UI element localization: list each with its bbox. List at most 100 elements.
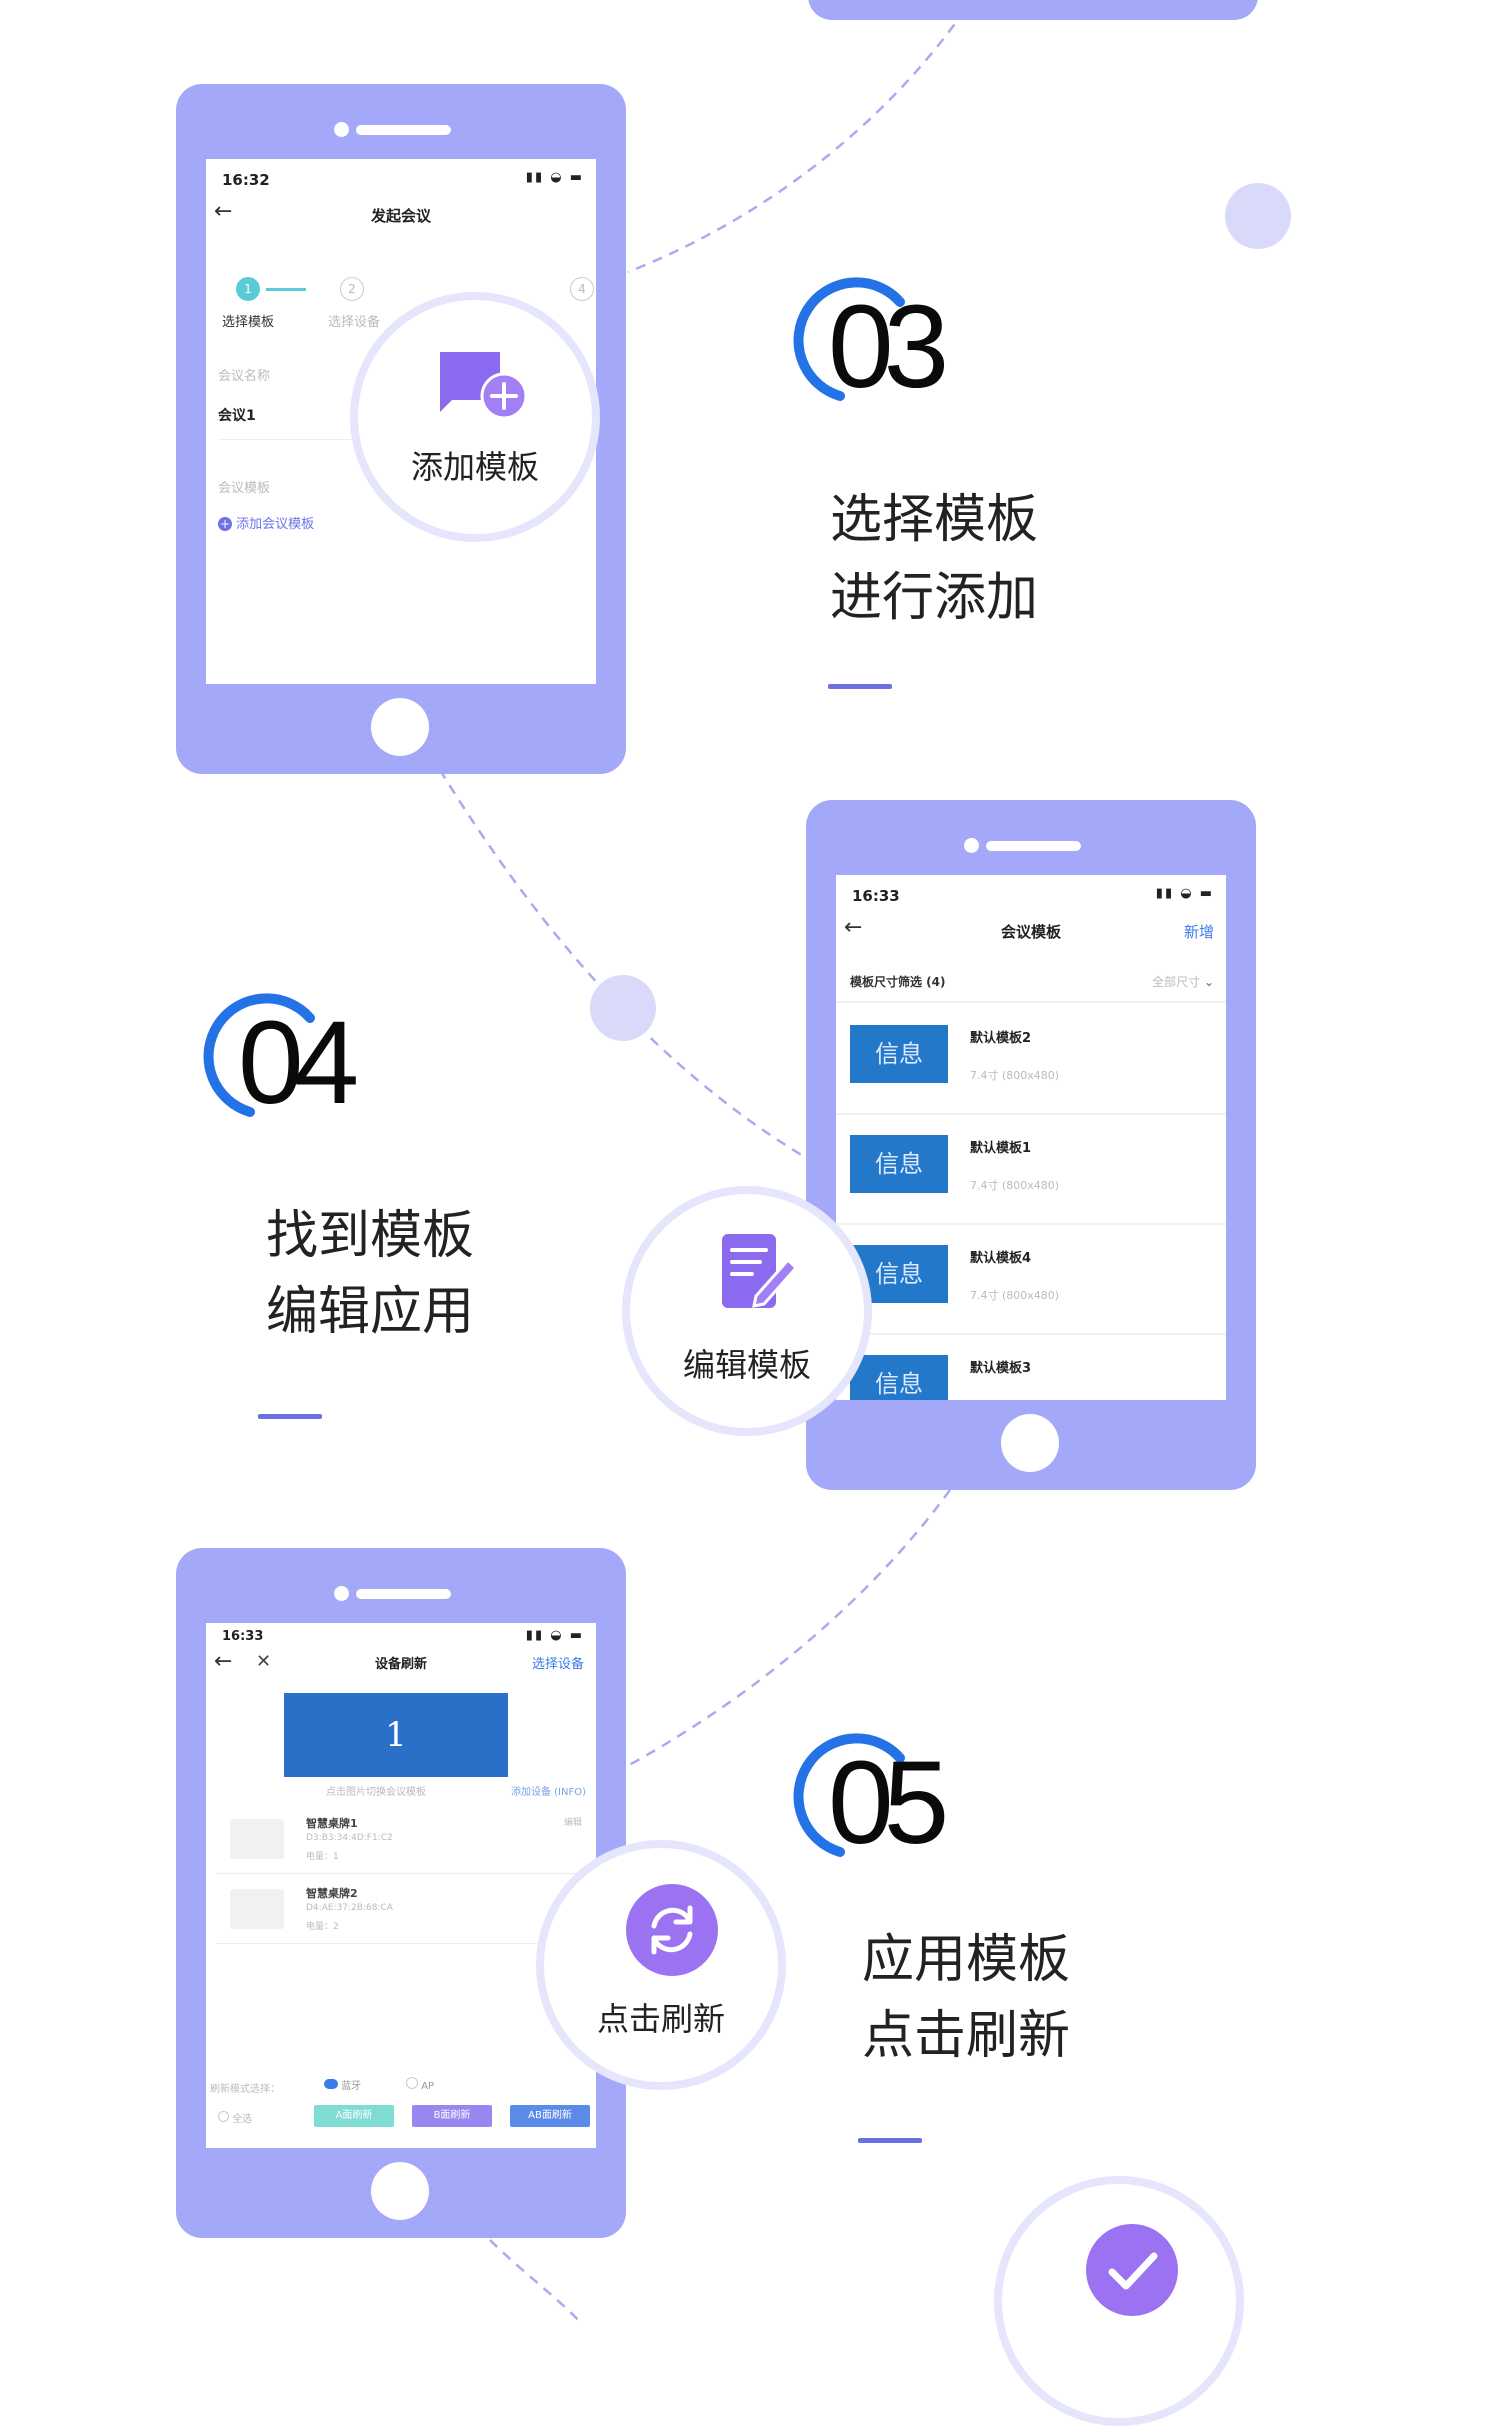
select-all-label: 全选	[232, 2114, 253, 2125]
close-icon[interactable]: ✕	[256, 1651, 272, 1672]
filter-dropdown[interactable]: 全部尺寸 ⌄	[1152, 973, 1214, 990]
template-preview[interactable]: 1	[284, 1693, 508, 1777]
step-number: 03	[828, 281, 949, 413]
bubble-label: 点击刷新	[596, 2000, 725, 2038]
preview-caption: 点击图片切换会议模板	[326, 1787, 426, 1798]
screen-title: 会议模板	[1000, 923, 1061, 941]
home-button	[371, 2162, 429, 2220]
step-number-05: 05	[780, 1728, 1000, 1868]
list-item[interactable]: 信息 默认模板1 7.4寸 (800x480)	[836, 1115, 1226, 1225]
mode-ap-radio[interactable]: AP	[406, 2077, 434, 2092]
step-number: 05	[828, 1737, 949, 1869]
status-time: 16:33	[222, 1629, 264, 1644]
phone-step4: 16:33 ▮▮ ◒ ▬ ← 会议模板 新增 模板尺寸筛选 (4) 全部尺寸 ⌄…	[806, 800, 1256, 1490]
step-number-04: 04	[190, 988, 410, 1128]
speaker-bar	[356, 1589, 451, 1599]
select-all-checkbox[interactable]: 全选	[218, 2110, 252, 2125]
chevron-down-icon: ⌄	[1203, 975, 1214, 989]
back-arrow-icon[interactable]: ←	[214, 1649, 233, 1674]
template-thumbnail: 信息	[850, 1025, 948, 1083]
refresh-ab-button[interactable]: AB面刷新	[510, 2105, 590, 2127]
field-value[interactable]: 会议1	[218, 408, 256, 424]
callout-bubble-refresh: 点击刷新	[536, 1840, 786, 2090]
step-circle: 4	[570, 277, 594, 301]
step-title-line2: 编辑应用	[266, 1282, 475, 1342]
status-time: 16:32	[222, 171, 270, 189]
checkbox-icon	[218, 2111, 229, 2122]
step-circle: 2	[340, 277, 364, 301]
phone-screen: 16:33 ▮▮ ◒ ▬ ← ✕ 设备刷新 选择设备 1 点击图片切换会议模板 …	[206, 1623, 596, 2148]
camera-dot	[334, 122, 349, 137]
add-template-link[interactable]: + 添加会议模板	[218, 513, 314, 532]
template-thumbnail: 信息	[850, 1355, 948, 1400]
refresh-b-button[interactable]: B面刷新	[412, 2105, 492, 2127]
blue-arc-icon	[203, 993, 315, 1117]
add-template-label: 添加会议模板	[236, 517, 315, 532]
device-row[interactable]: 智慧桌牌2 D4:AE:37:2B:68:CA 电量：2	[216, 1879, 586, 1944]
field-label: 会议名称	[218, 369, 271, 384]
decor-dot	[1225, 183, 1291, 249]
phone-screen: 16:33 ▮▮ ◒ ▬ ← 会议模板 新增 模板尺寸筛选 (4) 全部尺寸 ⌄…	[836, 875, 1226, 1400]
divider	[836, 1001, 1226, 1003]
bubble-label: 添加模板	[410, 448, 539, 486]
field-label: 会议模板	[218, 481, 271, 496]
back-arrow-icon[interactable]: ←	[844, 915, 863, 940]
device-row[interactable]: 智慧桌牌1 D3:B3:34:4D:F1:C2 电量：1 编辑	[216, 1809, 586, 1874]
camera-dot	[964, 838, 979, 853]
list-item[interactable]: 信息 默认模板3	[836, 1335, 1226, 1400]
device-mac: D3:B3:34:4D:F1:C2	[306, 1833, 393, 1843]
step-underline	[858, 2138, 922, 2143]
template-name: 默认模板4	[970, 1251, 1032, 1266]
add-new-button[interactable]: 新增	[1183, 923, 1214, 941]
step-underline	[258, 1414, 322, 1419]
step-title-line2: 进行添加	[830, 568, 1039, 628]
template-name: 默认模板1	[970, 1141, 1032, 1156]
list-item[interactable]: 信息 默认模板2 7.4寸 (800x480)	[836, 1005, 1226, 1115]
step-underline	[828, 684, 892, 689]
device-meta: 电量：2	[306, 1922, 339, 1932]
status-icons: ▮▮ ◒ ▬	[525, 1628, 584, 1643]
stepper-line	[266, 288, 306, 291]
decor-dot	[590, 975, 656, 1041]
device-thumbnail	[230, 1819, 284, 1859]
template-thumbnail: 信息	[850, 1135, 948, 1193]
edit-template-icon	[722, 1234, 799, 1308]
back-arrow-icon[interactable]: ←	[214, 199, 233, 224]
add-template-icon	[440, 352, 528, 420]
blue-arc-icon	[793, 1733, 905, 1857]
add-device-link[interactable]: 添加设备 (INFO)	[510, 1787, 586, 1798]
template-name: 默认模板3	[970, 1361, 1032, 1376]
callout-bubble-done	[994, 2176, 1244, 2426]
device-mac: D4:AE:37:2B:68:CA	[306, 1903, 393, 1913]
select-device-button[interactable]: 选择设备	[531, 1657, 584, 1672]
step-number: 04	[238, 997, 359, 1129]
step-label: 选择设备	[328, 315, 381, 330]
device-name: 智慧桌牌2	[306, 1887, 358, 1900]
device-edit-link[interactable]: 编辑	[563, 1818, 582, 1828]
device-meta: 电量：1	[306, 1852, 339, 1862]
mode-bluetooth-label: 蓝牙	[341, 2081, 362, 2092]
refresh-a-button[interactable]: A面刷新	[314, 2105, 394, 2127]
step-label-active: 选择模板	[222, 315, 275, 330]
status-time: 16:33	[852, 887, 900, 905]
mode-ap-label: AP	[421, 2081, 435, 2092]
step-circle-active: 1	[236, 277, 260, 301]
mode-bluetooth-radio[interactable]: 蓝牙	[324, 2077, 361, 2092]
screen-title: 发起会议	[370, 207, 431, 225]
status-icons: ▮▮ ◒ ▬	[1155, 886, 1214, 901]
speaker-bar	[986, 841, 1081, 851]
device-thumbnail	[230, 1889, 284, 1929]
callout-bubble-add-template: 添加模板	[350, 292, 600, 542]
device-name: 智慧桌牌1	[306, 1817, 358, 1830]
list-item[interactable]: 信息 默认模板4 7.4寸 (800x480)	[836, 1225, 1226, 1335]
check-circle-icon	[1086, 2224, 1178, 2316]
step-title-line1: 应用模板	[862, 1930, 1071, 1990]
radio-checked-icon	[324, 2079, 338, 2089]
step-title-line1: 选择模板	[830, 490, 1039, 550]
speaker-bar	[356, 125, 451, 135]
screen-title: 设备刷新	[374, 1657, 427, 1672]
camera-dot	[334, 1586, 349, 1601]
previous-phone-edge	[808, 0, 1258, 20]
filter-label: 模板尺寸筛选 (4)	[850, 975, 946, 989]
radio-unchecked-icon	[406, 2077, 418, 2089]
